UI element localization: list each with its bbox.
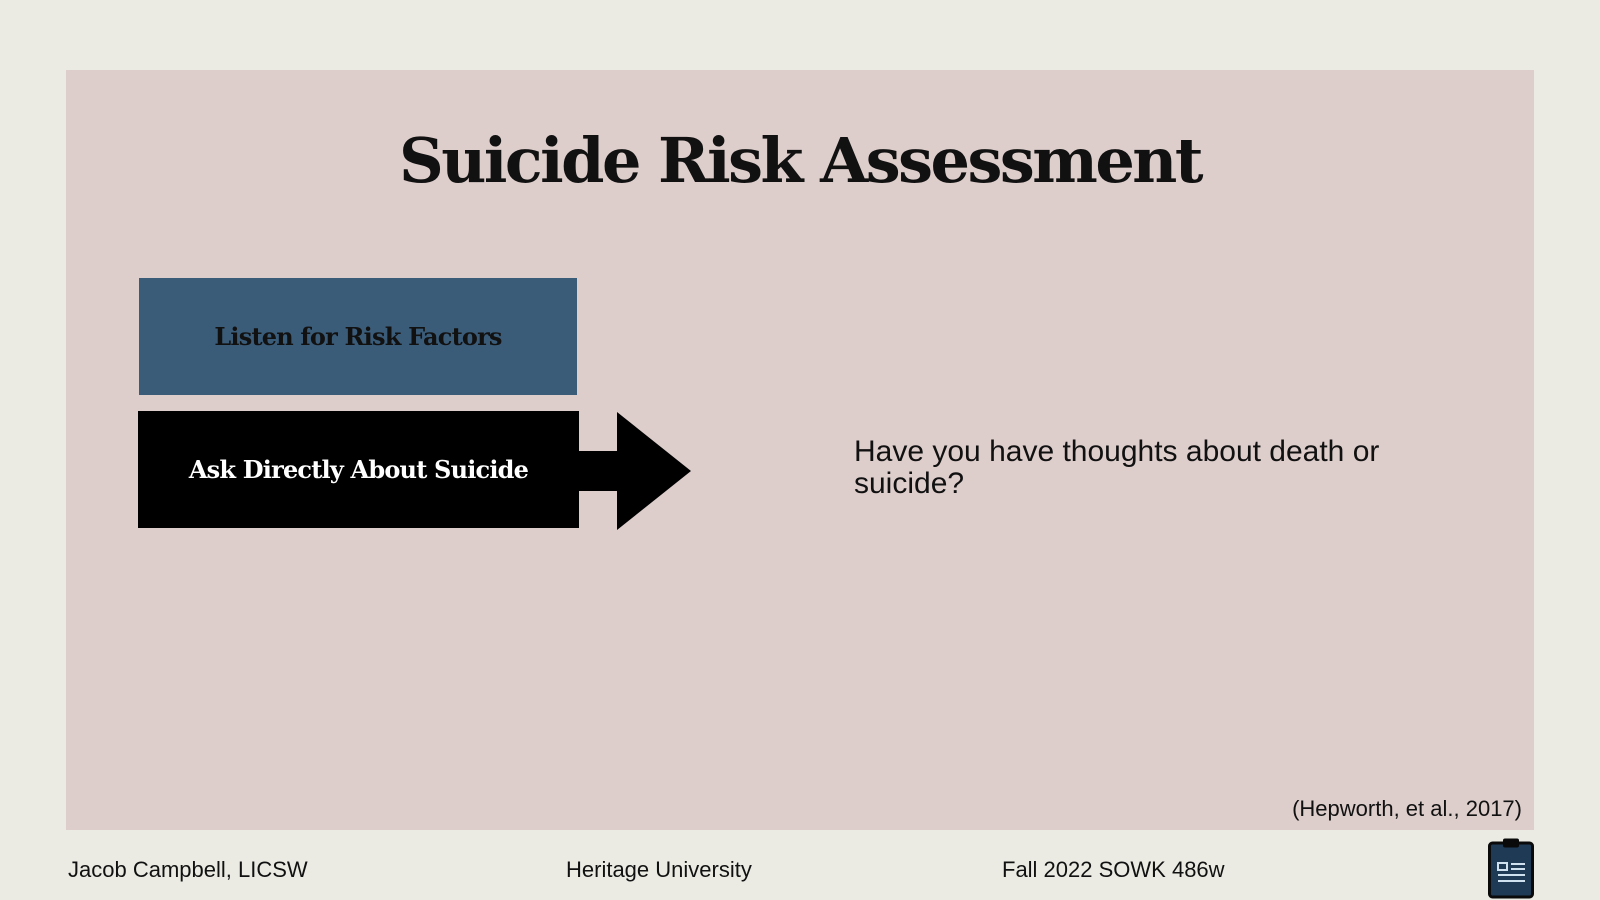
- step-label: Listen for Risk Factors: [214, 322, 502, 351]
- arrow-right-icon: [578, 412, 691, 530]
- question-text: Have you have thoughts about death or su…: [854, 435, 1380, 500]
- citation: (Hepworth, et al., 2017): [1292, 796, 1522, 821]
- footer-course: Fall 2022 SOWK 486w: [1002, 857, 1225, 882]
- footer-institution: Heritage University: [566, 857, 752, 882]
- step-ask-directly[interactable]: Ask Directly About Suicide: [138, 411, 579, 528]
- clipboard-icon[interactable]: [1488, 837, 1534, 899]
- step-label: Ask Directly About Suicide: [188, 455, 529, 484]
- slide-title: Suicide Risk Assessment: [398, 124, 1204, 197]
- step-listen-risk-factors[interactable]: Listen for Risk Factors: [139, 278, 577, 395]
- footer-author: Jacob Campbell, LICSW: [68, 857, 308, 882]
